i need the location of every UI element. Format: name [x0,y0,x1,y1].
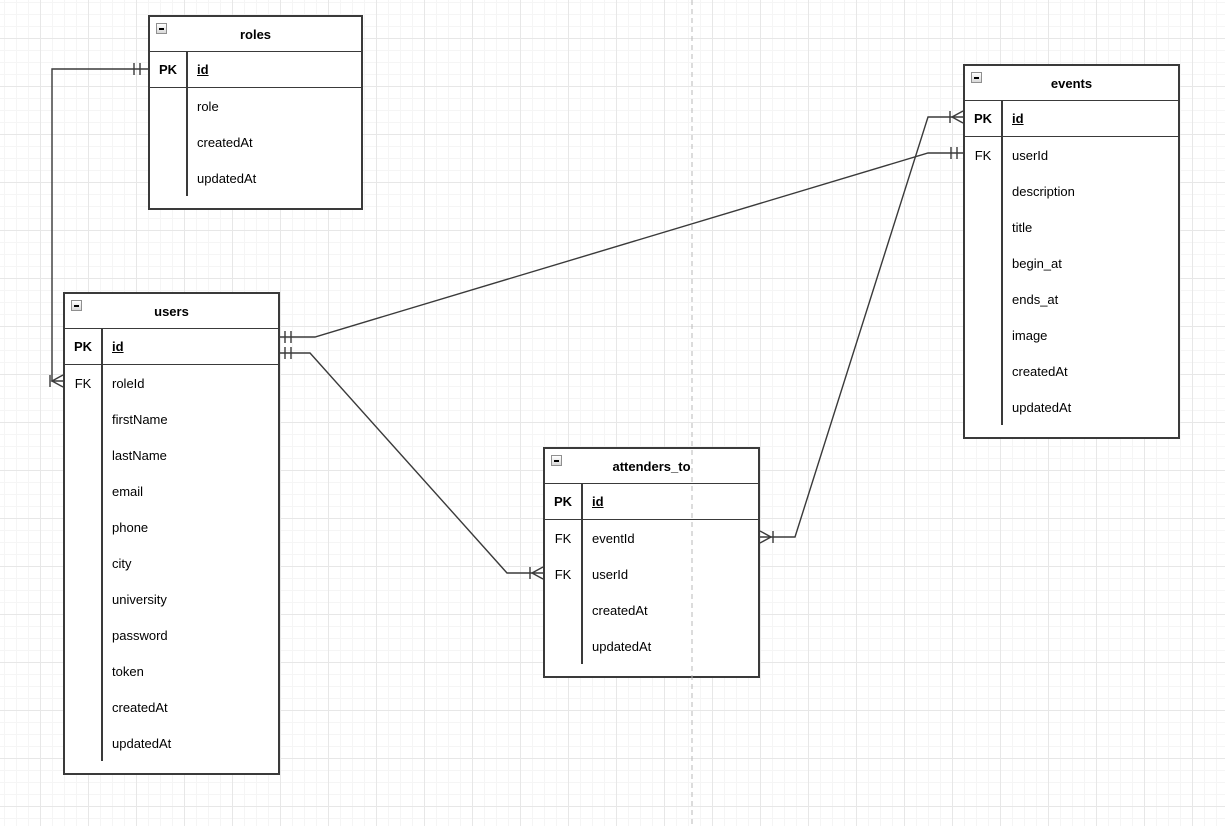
field-name: eventId [592,530,635,546]
relationship-users-attenders-to[interactable] [280,347,544,580]
field-name: lastName [112,447,167,463]
table-row[interactable]: city [65,545,278,581]
field-name: firstName [112,411,168,427]
table-row[interactable]: lastName [65,437,278,473]
field-name: updatedAt [1012,399,1072,415]
table-header[interactable]: attenders_to [545,449,758,484]
field-name: password [112,627,168,643]
field-name: id [197,62,209,77]
table-row[interactable]: title [965,209,1178,245]
table-row[interactable]: ends_at [965,281,1178,317]
table-title: users [154,303,189,319]
table-row[interactable]: FK roleId [65,365,278,401]
field-name: ends_at [1012,291,1059,307]
relationship-attenders-to-events[interactable] [759,110,964,544]
field-name: roleId [112,375,145,391]
field-name: phone [112,519,149,535]
table-row[interactable]: createdAt [965,353,1178,389]
relationship-users-events[interactable] [280,147,963,343]
table-row[interactable]: role [150,88,361,124]
key-label: PK [973,111,993,126]
field-name: createdAt [112,699,168,715]
collapse-minus-icon[interactable] [156,23,167,34]
key-label: FK [554,566,572,582]
table-row[interactable]: university [65,581,278,617]
field-name: createdAt [592,602,648,618]
table-row[interactable]: FK eventId [545,520,758,556]
field-name: image [1012,327,1048,343]
entity-table-roles[interactable]: roles PK id role createdAt updatedAt [148,15,363,210]
field-name: updatedAt [112,735,172,751]
table-fields: role createdAt updatedAt [150,88,361,208]
key-label: FK [974,147,992,163]
primary-key-row[interactable]: PK id [965,101,1178,137]
primary-key-row[interactable]: PK id [150,52,361,88]
field-name: updatedAt [197,170,257,186]
collapse-minus-icon[interactable] [971,72,982,83]
field-name: title [1012,219,1033,235]
field-name: id [112,339,124,354]
table-row[interactable]: updatedAt [545,628,758,664]
table-row[interactable]: FK userId [545,556,758,592]
key-label: FK [554,530,572,546]
collapse-minus-icon[interactable] [551,455,562,466]
field-name: updatedAt [592,638,652,654]
table-title: attenders_to [612,458,691,474]
key-label: PK [158,62,178,77]
table-title: roles [239,26,272,42]
table-header[interactable]: roles [150,17,361,52]
field-name: role [197,98,219,114]
primary-key-row[interactable]: PK id [65,329,278,365]
table-row[interactable]: FK userId [965,137,1178,173]
table-row[interactable]: updatedAt [150,160,361,196]
table-row[interactable]: createdAt [65,689,278,725]
table-row[interactable]: password [65,617,278,653]
field-name: description [1012,183,1075,199]
field-name: userId [1012,147,1049,163]
table-title: events [1050,75,1093,91]
table-row[interactable]: createdAt [545,592,758,628]
field-name: token [112,663,144,679]
field-name: email [112,483,144,499]
key-label: PK [73,339,93,354]
field-name: userId [592,566,629,582]
field-name: id [1012,111,1024,126]
key-column-divider [101,328,103,761]
key-label: PK [553,494,573,509]
table-header[interactable]: users [65,294,278,329]
key-column-divider [581,483,583,664]
table-header[interactable]: events [965,66,1178,101]
table-row[interactable]: image [965,317,1178,353]
table-row[interactable]: description [965,173,1178,209]
table-row[interactable]: firstName [65,401,278,437]
key-label: FK [74,375,92,391]
field-name: city [112,555,132,571]
table-row[interactable]: email [65,473,278,509]
key-column-divider [186,51,188,196]
primary-key-row[interactable]: PK id [545,484,758,520]
table-row[interactable]: updatedAt [965,389,1178,425]
table-row[interactable]: begin_at [965,245,1178,281]
field-name: begin_at [1012,255,1062,271]
table-fields: FK roleId firstName lastName email phone city u… [65,365,278,773]
collapse-minus-icon[interactable] [71,300,82,311]
key-column-divider [1001,100,1003,425]
table-row[interactable]: createdAt [150,124,361,160]
field-name: createdAt [1012,363,1068,379]
table-row[interactable]: token [65,653,278,689]
table-row[interactable]: updatedAt [65,725,278,761]
field-name: id [592,494,604,509]
field-name: university [112,591,167,607]
table-row[interactable]: phone [65,509,278,545]
field-name: createdAt [197,134,253,150]
